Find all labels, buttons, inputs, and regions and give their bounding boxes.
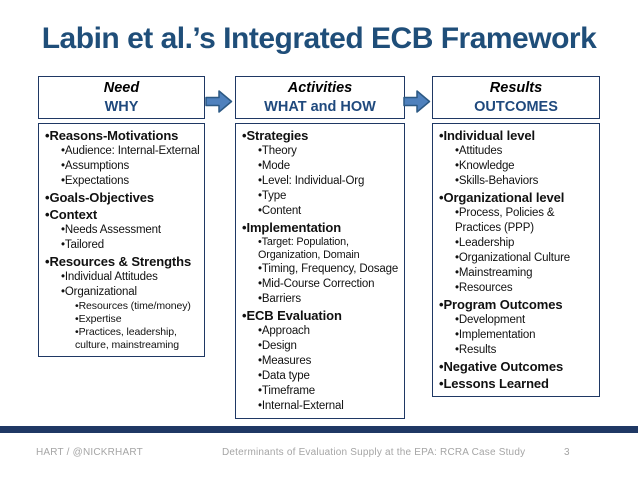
framework-item: •Internal-External — [258, 400, 344, 412]
framework-item: •Attitudes — [455, 145, 503, 157]
framework-item: •Measures — [258, 355, 312, 367]
framework-item: •Assumptions — [61, 160, 130, 172]
framework-item: •Implementation — [242, 220, 342, 235]
column-header-box: Activities WHAT and HOW — [235, 76, 405, 119]
framework-item: •Leadership — [455, 237, 515, 249]
slide-title: Labin et al.’s Integrated ECB Framework — [41, 22, 597, 55]
column-header-title: Activities — [287, 79, 353, 96]
framework-item: •Skills-Behaviors — [455, 175, 539, 187]
framework-item: •Negative Outcomes — [439, 359, 564, 374]
framework-item: •Process, Policies & Practices (PPP) — [455, 207, 555, 234]
column-header-title: Need — [103, 79, 140, 96]
framework-item: •Context — [45, 207, 98, 222]
framework-item: •Individual level — [439, 128, 536, 143]
framework-item: •Strategies — [242, 128, 309, 143]
framework-item: •Lessons Learned — [439, 376, 549, 391]
framework-item: •Timing, Frequency, Dosage — [258, 263, 399, 275]
framework-item: •Audience: Internal-External — [61, 145, 200, 157]
footer-divider-bar — [0, 426, 638, 433]
column-header-subtitle: WHY — [104, 98, 139, 115]
framework-item: •Organizational Culture — [455, 252, 570, 264]
column-content-box: •Individual level •Attitudes •Knowledge •Sk… — [432, 123, 600, 397]
framework-item: •Resources & Strengths — [45, 254, 192, 269]
framework-item: •Type — [258, 190, 287, 202]
framework-item: •Barriers — [258, 293, 301, 305]
framework-item: •Expectations — [61, 175, 129, 187]
framework-item: •Mode — [258, 160, 291, 172]
framework-item: •Theory — [258, 145, 297, 157]
framework-item: •Development — [455, 314, 525, 326]
framework-item: •Approach — [258, 325, 310, 337]
framework-item: •Reasons-Motivations — [45, 128, 179, 143]
framework-item: •Resources (time/money) — [75, 300, 191, 312]
column-header-subtitle: WHAT and HOW — [264, 98, 376, 115]
right-arrow-icon — [403, 89, 431, 114]
framework-item: •Knowledge — [455, 160, 515, 172]
framework-item: •ECB Evaluation — [242, 308, 342, 323]
framework-item: •Level: Individual-Org — [258, 175, 365, 187]
framework-item: •Mid-Course Correction — [258, 278, 375, 290]
framework-item: •Practices, leadership, culture, mainstr… — [75, 326, 180, 351]
framework-column-activities: Activities WHAT and HOW •Strategies •Theo… — [235, 76, 405, 419]
framework-item: •Target: Population, Organization, Domai… — [258, 236, 360, 261]
framework-column-need: Need WHY •Reasons-Motivations •Audience: … — [38, 76, 205, 357]
framework-item: •Timeframe — [258, 385, 316, 397]
footer-page-number: 3 — [564, 447, 570, 458]
framework-item: •Design — [258, 340, 297, 352]
framework-item: •Mainstreaming — [455, 267, 533, 279]
column-content-box: •Strategies •Theory •Mode •Level: Individua… — [235, 123, 405, 419]
framework-item: •Content — [258, 205, 302, 217]
footer-author: HART / @NICKRHART — [36, 447, 143, 458]
footer-deck-title: Determinants of Evaluation Supply at the… — [222, 447, 526, 458]
framework-item: •Program Outcomes — [439, 297, 563, 312]
column-header-subtitle: OUTCOMES — [474, 98, 558, 115]
framework-item: •Organizational — [61, 286, 137, 298]
framework-item: •Individual Attitudes — [61, 271, 158, 283]
column-header-title: Results — [489, 79, 543, 96]
right-arrow-icon — [205, 89, 233, 114]
framework-item: •Results — [455, 344, 497, 356]
column-content-box: •Reasons-Motivations •Audience: Internal-… — [38, 123, 205, 357]
framework-item: •Goals-Objectives — [45, 190, 155, 205]
framework-item: •Tailored — [61, 239, 104, 251]
framework-item: •Organizational level — [439, 190, 565, 205]
framework-item: •Implementation — [455, 329, 536, 341]
framework-item: •Data type — [258, 370, 310, 382]
framework-item: •Needs Assessment — [61, 224, 161, 236]
framework-item: •Resources — [455, 282, 513, 294]
column-header-box: Need WHY — [38, 76, 205, 119]
column-header-box: Results OUTCOMES — [432, 76, 600, 119]
framework-item: •Expertise — [75, 313, 122, 325]
framework-column-results: Results OUTCOMES •Individual level •Attit… — [432, 76, 600, 397]
